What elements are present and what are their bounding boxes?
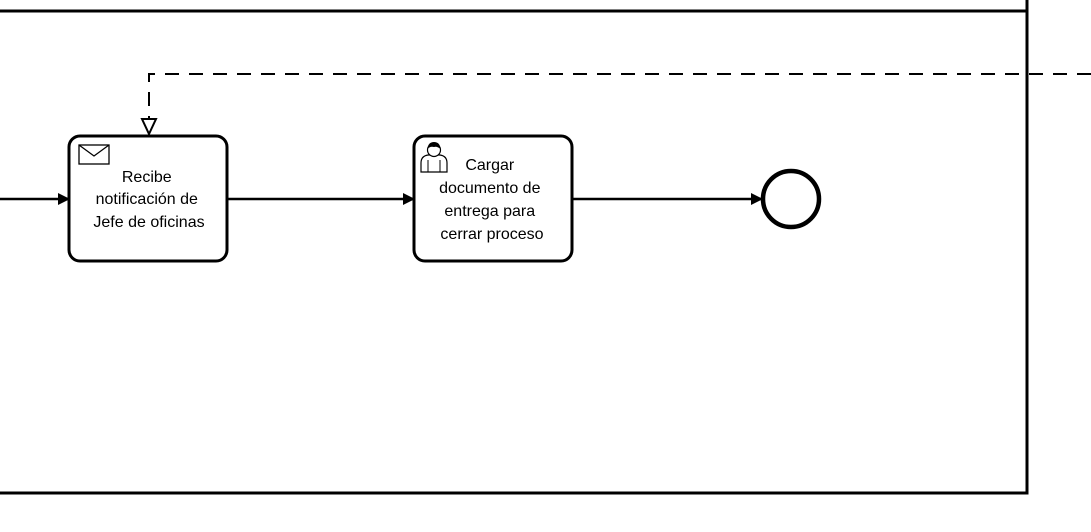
task-recibe-label-line-1: Recibe — [122, 169, 172, 186]
task-recibe-notificacion[interactable]: Recibe notificación de Jefe de oficinas — [67, 134, 229, 263]
task-cargar-documento[interactable]: Cargar documento de entrega para cerrar … — [412, 134, 574, 263]
end-event[interactable] — [760, 168, 822, 230]
user-icon — [420, 142, 448, 173]
upper-lane-border — [0, 0, 1029, 13]
message-flow[interactable] — [140, 73, 1091, 137]
lane-border — [0, 11, 1029, 495]
task-cargar-label-line-3: entrega para — [444, 203, 535, 220]
envelope-icon — [78, 144, 110, 165]
task-cargar-label-line-1: Cargar — [465, 157, 515, 174]
task-cargar-label-line-4: cerrar proceso — [440, 226, 543, 243]
svg-text:Cargar documento de: Cargar documento de entrega para cerrar … — [439, 157, 545, 243]
message-flow-arrowhead — [140, 118, 158, 137]
svg-text:Recibe notificación de: Recibe notificación de Jefe de oficinas — [93, 169, 204, 231]
task-cargar-label-line-2: documento de — [439, 180, 541, 197]
task-recibe-label-line-2: notificación de — [96, 191, 198, 208]
task-recibe-label-line-3: Jefe de oficinas — [93, 214, 204, 231]
